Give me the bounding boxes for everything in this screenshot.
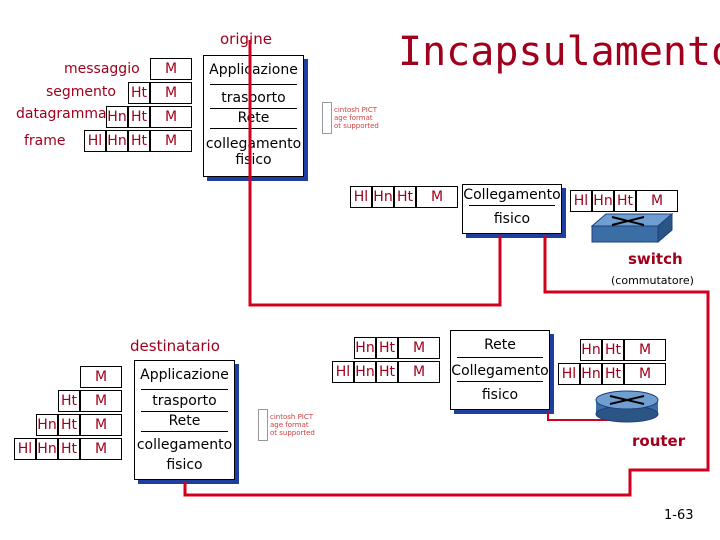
src-layer-rete: Rete: [237, 110, 270, 126]
pict-notice-text: cintosh PICT age format ot supported: [270, 413, 315, 437]
pict-placeholder-top: cintosh PICT age format ot supported: [322, 98, 382, 138]
source-protocol-stack: Applicazione trasporto Rete collegamento…: [203, 55, 304, 177]
data-path-line: [183, 236, 710, 497]
slide-number: 1-63: [664, 508, 694, 523]
rt-out-fr-hn: Hn: [580, 363, 602, 385]
src-dg-m: M: [150, 106, 192, 128]
dst-dg-hn: Hn: [36, 414, 58, 436]
rt-in-fr-hl: Hl: [332, 361, 354, 383]
layer-name-segmento: segmento: [46, 84, 116, 100]
rt-in-dg-m: M: [398, 337, 440, 359]
src-dg-ht: Ht: [128, 106, 150, 128]
dst-layer-fisico: fisico: [166, 457, 203, 473]
rt-in-dg-ht: Ht: [376, 337, 398, 359]
dst-layer-trasporto: trasporto: [152, 393, 217, 409]
src-fr-ht: Ht: [128, 130, 150, 152]
sw-in-m: M: [416, 186, 458, 208]
dst-seg-ht: Ht: [58, 390, 80, 412]
src-separator: [210, 84, 297, 85]
src-fr-hn: Hn: [106, 130, 128, 152]
dst-fr-hn: Hn: [36, 438, 58, 460]
sw-layer-collegamento: Collegamento: [463, 187, 561, 203]
src-seg-ht: Ht: [128, 82, 150, 104]
pict-notice-text: cintosh PICT age format ot supported: [334, 106, 379, 130]
slide-title: Incapsulamento: [398, 29, 720, 75]
router-device-icon: [595, 390, 659, 423]
data-path-line: [248, 40, 502, 307]
dst-layer-applicazione: Applicazione: [140, 367, 229, 383]
rt-in-dg-hn: Hn: [354, 337, 376, 359]
data-path-line: [547, 412, 610, 421]
sw-layer-fisico: fisico: [493, 211, 531, 227]
layer-name-frame: frame: [24, 133, 66, 149]
sw-out-ht: Ht: [614, 190, 636, 212]
dst-layer-collegamento: collegamento: [136, 437, 233, 453]
sw-out-hl: Hl: [570, 190, 592, 212]
src-fr-hl: Hl: [84, 130, 106, 152]
rt-out-fr-ht: Ht: [602, 363, 624, 385]
sw-in-ht: Ht: [394, 186, 416, 208]
rt-out-dg-m: M: [624, 339, 666, 361]
dst-separator: [141, 389, 228, 390]
dst-fr-ht: Ht: [58, 438, 80, 460]
layer-name-messaggio: messaggio: [64, 61, 140, 77]
src-layer-fisico: fisico: [235, 152, 272, 168]
dst-separator: [141, 431, 228, 432]
switch-protocol-stack: Collegamento fisico: [462, 184, 562, 234]
rt-in-fr-m: M: [398, 361, 440, 383]
src-msg-m: M: [150, 58, 192, 80]
src-dg-hn: Hn: [106, 106, 128, 128]
src-separator: [210, 108, 297, 109]
dst-msg-m: M: [80, 366, 122, 388]
rt-layer-rete: Rete: [484, 337, 516, 353]
layer-name-datagramma: datagramma: [16, 106, 107, 122]
dst-fr-hl: Hl: [14, 438, 36, 460]
dst-seg-m: M: [80, 390, 122, 412]
rt-separator: [457, 381, 543, 382]
src-seg-m: M: [150, 82, 192, 104]
destination-protocol-stack: Applicazione trasporto Rete collegamento…: [134, 360, 235, 480]
router-protocol-stack: Rete Collegamento fisico: [450, 330, 550, 410]
switch-label: switch: [628, 250, 683, 268]
rt-out-fr-m: M: [624, 363, 666, 385]
rt-out-dg-hn: Hn: [580, 339, 602, 361]
rt-separator: [457, 357, 543, 358]
sw-out-hn: Hn: [592, 190, 614, 212]
dst-separator: [141, 411, 228, 412]
destination-label: destinatario: [130, 337, 220, 355]
dst-dg-m: M: [80, 414, 122, 436]
sw-in-hl: Hl: [350, 186, 372, 208]
rt-in-fr-hn: Hn: [354, 361, 376, 383]
dst-layer-rete: Rete: [168, 413, 201, 429]
dst-dg-ht: Ht: [58, 414, 80, 436]
origin-label: origine: [220, 30, 272, 48]
src-separator: [210, 128, 297, 129]
src-layer-applicazione: Applicazione: [209, 62, 298, 78]
switch-sub-label: (commutatore): [611, 274, 694, 287]
sw-separator: [469, 205, 555, 206]
rt-out-fr-hl: Hl: [558, 363, 580, 385]
sw-in-hn: Hn: [372, 186, 394, 208]
rt-out-dg-ht: Ht: [602, 339, 624, 361]
router-label: router: [632, 432, 686, 450]
switch-device-icon: [590, 212, 674, 244]
pict-placeholder-bottom: cintosh PICT age format ot supported: [258, 405, 318, 445]
rt-layer-fisico: fisico: [481, 387, 519, 403]
sw-out-m: M: [636, 190, 678, 212]
src-layer-collegamento: collegamento: [205, 136, 302, 152]
dst-fr-m: M: [80, 438, 122, 460]
rt-in-fr-ht: Ht: [376, 361, 398, 383]
src-fr-m: M: [150, 130, 192, 152]
src-layer-trasporto: trasporto: [221, 90, 286, 106]
rt-layer-collegamento: Collegamento: [451, 363, 549, 379]
